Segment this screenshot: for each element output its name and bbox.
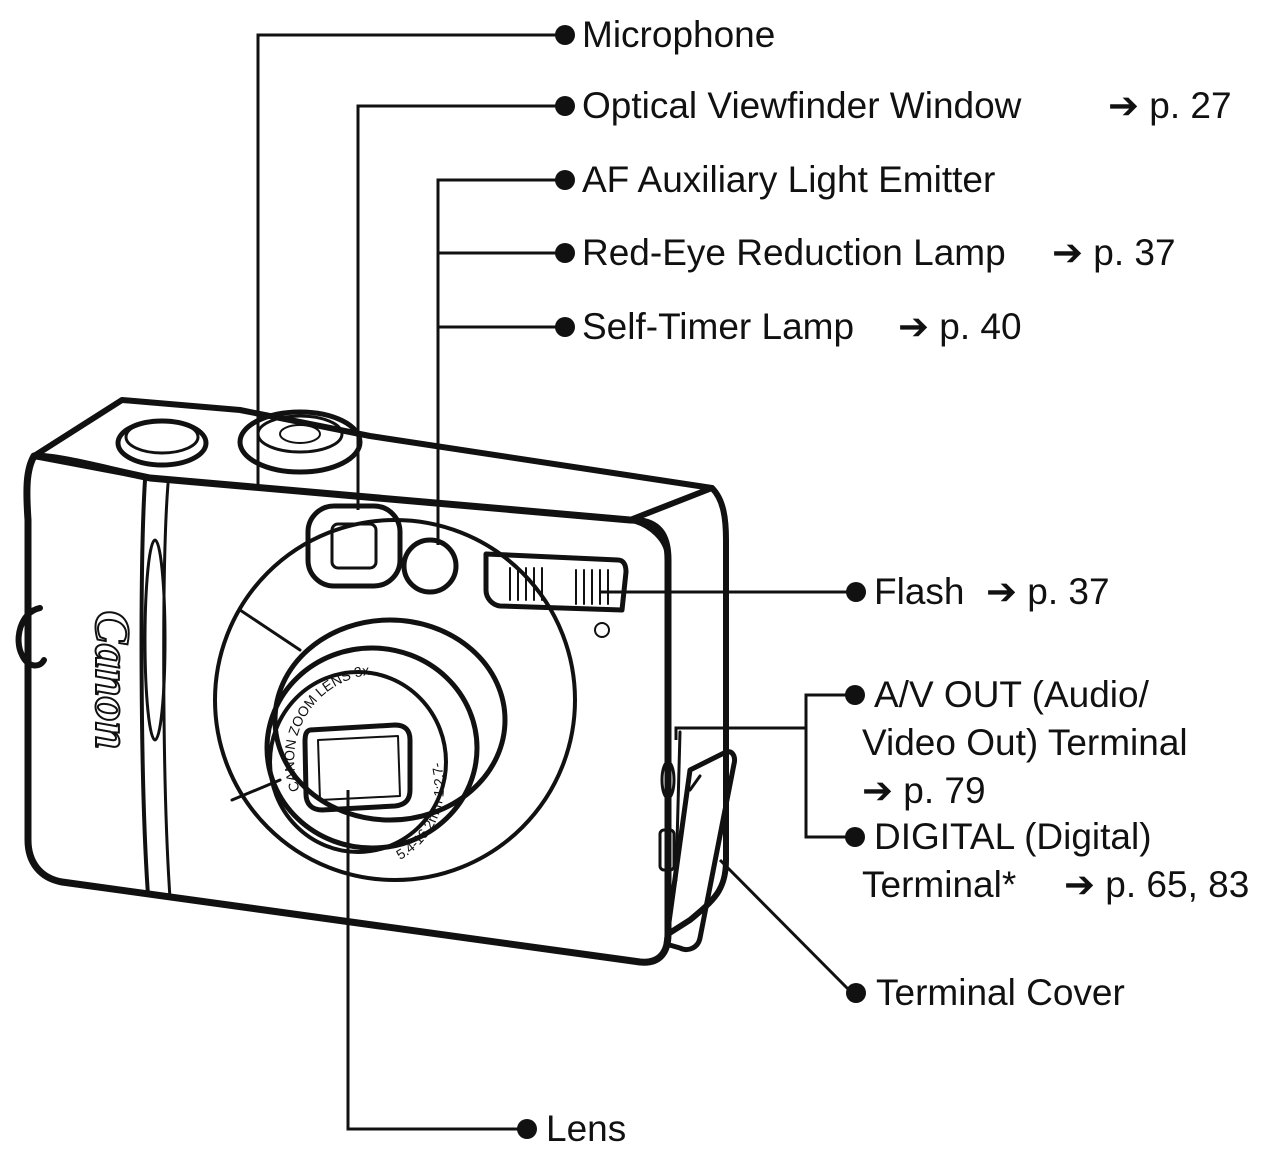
mode-dial xyxy=(237,409,363,475)
label-af-light: AF Auxiliary Light Emitter xyxy=(582,159,995,200)
bullet-icon xyxy=(845,827,865,847)
af-lamp xyxy=(401,537,459,595)
bullets xyxy=(517,25,866,1139)
label-terminal-cover: Terminal Cover xyxy=(876,972,1125,1013)
bullet-icon xyxy=(555,170,575,190)
ref-self-timer: ➔ p. 40 xyxy=(898,306,1022,347)
terminal-cover xyxy=(663,749,737,953)
label-digital-line1: DIGITAL (Digital) xyxy=(874,816,1152,857)
grip-groove xyxy=(143,538,167,742)
leader-viewfinder xyxy=(356,104,562,510)
bullet-icon xyxy=(555,243,575,263)
lens-ring-text-lower: 5.4-16.2mm 1:2.7-4.7 xyxy=(0,0,447,863)
leader-af-light xyxy=(436,178,562,545)
front-face xyxy=(23,452,672,966)
bullet-icon xyxy=(846,582,866,602)
ref-viewfinder: ➔ p. 27 xyxy=(1108,85,1232,126)
bullet-icon xyxy=(555,96,575,116)
bullet-icon xyxy=(846,983,866,1003)
bullet-icon xyxy=(517,1119,537,1139)
label-lens: Lens xyxy=(546,1108,626,1149)
ref-digital: ➔ p. 65, 83 xyxy=(1064,864,1249,905)
label-av-out-line1: A/V OUT (Audio/ xyxy=(874,674,1150,715)
label-digital-line2: Terminal* xyxy=(862,864,1016,905)
label-av-out-line2: Video Out) Terminal xyxy=(862,722,1188,763)
lens-element xyxy=(302,722,413,813)
leader-terminal-cover xyxy=(718,858,854,995)
side-face xyxy=(665,485,729,937)
viewfinder-window xyxy=(305,503,403,589)
grip-edge xyxy=(139,478,150,897)
label-viewfinder: Optical Viewfinder Window xyxy=(582,85,1022,126)
leader-lens xyxy=(346,790,525,1131)
label-self-timer: Self-Timer Lamp xyxy=(582,306,854,347)
leader-lines xyxy=(256,33,854,1131)
label-microphone: Microphone xyxy=(582,14,775,55)
label-flash: Flash xyxy=(874,571,964,612)
ref-av-out: ➔ p. 79 xyxy=(862,770,986,811)
ref-flash: ➔ p. 37 xyxy=(986,571,1110,612)
ref-red-eye: ➔ p. 37 xyxy=(1052,232,1176,273)
label-red-eye: Red-Eye Reduction Lamp xyxy=(582,232,1006,273)
brand-logo: Canon xyxy=(85,611,141,750)
flash-unit xyxy=(483,551,629,613)
bullet-icon xyxy=(555,25,575,45)
leader-microphone xyxy=(256,33,562,485)
leader-terminals xyxy=(674,726,806,740)
lens-barrel xyxy=(272,617,508,823)
bullet-icon xyxy=(555,317,575,337)
bullet-icon xyxy=(845,685,865,705)
leader-av-digital xyxy=(804,693,852,839)
